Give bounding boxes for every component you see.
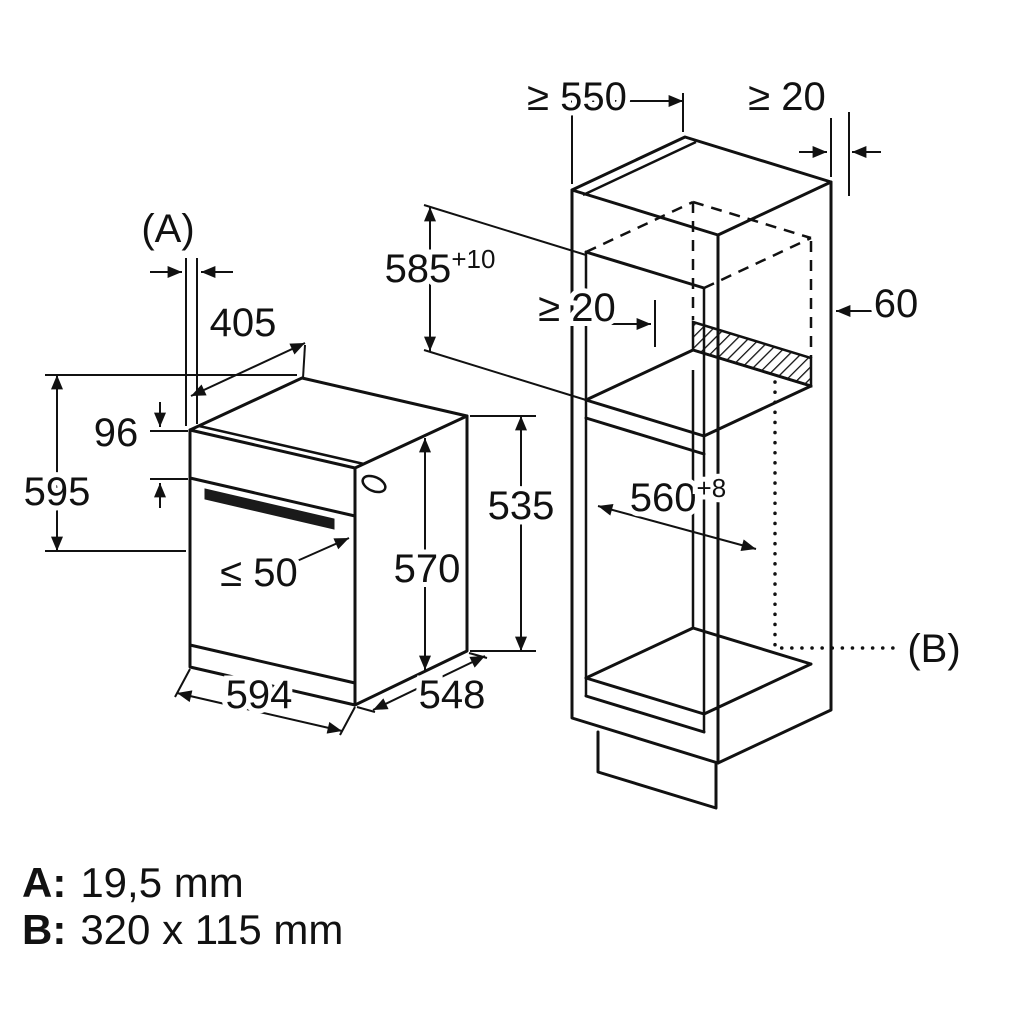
- cabinet-top-panel-edge: [582, 140, 697, 197]
- dim-vent-depth: 60: [874, 282, 919, 326]
- dim-a-group: (A): [136, 202, 233, 426]
- cabinet-top-face: [570, 135, 833, 237]
- dim-548-group: 548: [356, 652, 490, 722]
- cabinet-drawing: ≥ 550 ≥ 20 585+10 ≥ 20 60 5: [380, 70, 966, 810]
- oven-handle: [204, 488, 335, 530]
- oven-side-slot: [361, 474, 387, 494]
- dim-rear-wall-gap: ≥ 20: [748, 75, 826, 119]
- oven-control-panel-divider: [188, 476, 357, 518]
- cabinet-right-face: [716, 180, 833, 765]
- oven-front-face: [188, 428, 357, 707]
- niche-ceiling-edge: [584, 250, 706, 290]
- vent-hatched-area: [691, 320, 813, 388]
- dim-niche-width: 560+8: [630, 473, 726, 520]
- legend-line-b: B:320 x 115 mm: [22, 906, 343, 953]
- dim-oven-panel-height: 96: [94, 411, 139, 455]
- dim-535-group: 535: [470, 415, 559, 652]
- dim-405-group: 405: [190, 296, 306, 397]
- dim-96-group: 96: [89, 402, 188, 508]
- dim-vent-clearance: ≥ 20: [538, 286, 616, 330]
- callout-a: (A): [141, 207, 194, 251]
- dim-oven-casing-depth: 548: [419, 673, 486, 717]
- oven-frame-top-edge: [198, 424, 365, 466]
- niche-rear-dashed: [585, 200, 813, 358]
- oven-door-bottom-line: [188, 643, 357, 685]
- dim-585-group: 585+10: [380, 204, 587, 401]
- legend-line-a: A:19,5 mm: [22, 859, 244, 906]
- dim-oven-handle-depth: ≤ 50: [220, 551, 298, 595]
- dim-oven-casing-height: 570: [394, 547, 461, 591]
- bottom-floor: [584, 626, 813, 716]
- niche-shelf-front: [584, 398, 706, 456]
- cabinet-front-frame: [570, 188, 720, 765]
- dim-cabinet-top-depth: ≥ 550: [527, 75, 627, 119]
- callout-b: (B): [907, 627, 960, 671]
- dim-50-group: ≤ 50: [215, 537, 350, 600]
- oven-drawing: (A) 405 96 595 ≤ 50 570: [19, 202, 559, 736]
- dim-oven-rear-height: 535: [488, 484, 555, 528]
- dim-oven-width: 594: [226, 673, 293, 717]
- dim-595-group: 595: [19, 374, 297, 552]
- dim-570-group: 570: [389, 438, 465, 670]
- plinth: [596, 730, 718, 810]
- callout-b-group: (B): [773, 380, 966, 676]
- dim-niche-height: 585+10: [385, 244, 496, 291]
- dim-20-vent-group: ≥ 20: [533, 281, 656, 347]
- dim-20-rear-group: ≥ 20: [743, 70, 881, 196]
- dim-550-group: ≥ 550: [522, 70, 684, 184]
- legend: A:19,5 mm B:320 x 115 mm: [22, 859, 343, 953]
- bottom-shelf-front: [584, 676, 706, 734]
- dim-594-group: 594: [174, 668, 356, 736]
- dim-oven-top-depth: 405: [210, 301, 277, 345]
- dim-60-group: 60: [836, 277, 923, 331]
- dim-oven-height: 595: [24, 470, 91, 514]
- dim-560-group: 560+8: [597, 468, 757, 552]
